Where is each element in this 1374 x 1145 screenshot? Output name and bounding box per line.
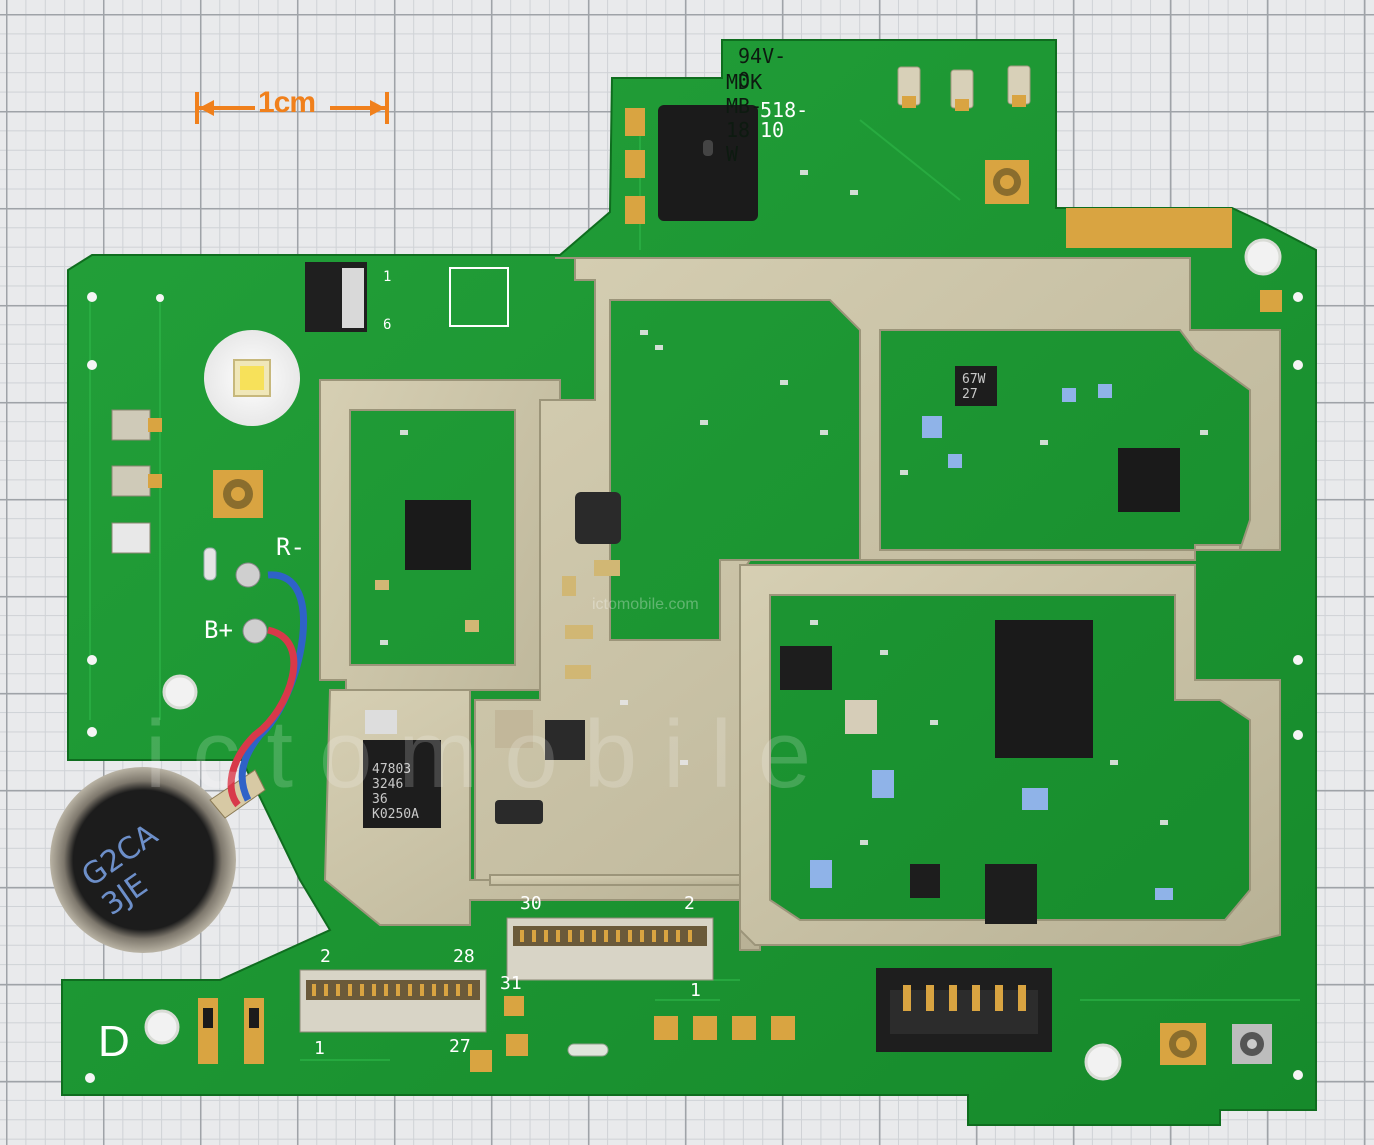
fpc-left-label-27: 27	[449, 1036, 471, 1057]
chips	[363, 366, 1180, 924]
side-letter-d: D	[98, 1017, 130, 1066]
side-contacts-left	[111, 409, 162, 554]
pa-chip-line-3: K0250A	[372, 807, 419, 822]
blue-capacitors	[810, 384, 1173, 900]
date-code: 518-10	[760, 98, 809, 142]
test-connector-bottom	[1232, 1024, 1272, 1064]
fpc-connector-left	[299, 969, 487, 1033]
watermark-large: ictomobile	[145, 701, 838, 808]
pa-chip-line-1: 47803	[372, 762, 412, 777]
mounting-holes	[144, 238, 1282, 1081]
fpc-left-label-1: 1	[314, 1038, 325, 1059]
coax-connector-bottom	[1160, 1023, 1206, 1065]
via-holes	[85, 292, 1303, 1083]
vibration-motor	[50, 767, 266, 953]
connector-label-6: 6	[383, 317, 392, 333]
battery-connector	[876, 968, 1052, 1052]
watermark-small: ictomobile.com	[592, 596, 699, 613]
pa-chip-marking: 47803 3246 36 K0250A	[372, 762, 419, 822]
rating-mark: 94V-0	[738, 44, 787, 92]
coax-connector-top	[985, 160, 1029, 204]
pcb-traces	[89, 119, 1300, 1061]
chip-upper-right-line-1: 67W	[962, 372, 986, 387]
fpc-right-label-30: 30	[520, 893, 542, 914]
fpc-right-label-2: 2	[684, 893, 695, 914]
fpc-right-label-1: 1	[690, 980, 701, 1001]
chip-upper-right-line-2: 27	[962, 387, 978, 402]
fpc-right-label-31: 31	[500, 973, 522, 994]
scale-bar-label: 1cm	[258, 86, 316, 119]
gold-test-pads-bottom	[470, 996, 795, 1072]
antenna-pads-top	[897, 65, 1031, 111]
fpc-left-label-28: 28	[453, 946, 475, 967]
gold-pads-left-top	[625, 108, 645, 224]
model-mark: MDK MB-18 W	[726, 70, 763, 166]
pad-label-b-plus: B+	[204, 616, 233, 644]
fpc-left-label-2: 2	[320, 946, 331, 967]
chip-upper-right-marking: 67W 27	[962, 372, 985, 402]
red-wire	[227, 626, 298, 808]
bottom-left-parts	[198, 998, 264, 1064]
coax-connector-left	[213, 470, 263, 518]
gold-strip	[1066, 208, 1232, 248]
microphone	[658, 105, 758, 221]
pa-chip-line-2: 3246 36	[372, 777, 404, 807]
pad-label-r-minus: R-	[276, 533, 305, 561]
fpc-connector-right	[506, 917, 714, 981]
small-smd	[380, 170, 1208, 845]
tan-components	[375, 560, 620, 679]
scale-bar	[195, 92, 389, 124]
connector-label-1: 1	[383, 269, 392, 285]
